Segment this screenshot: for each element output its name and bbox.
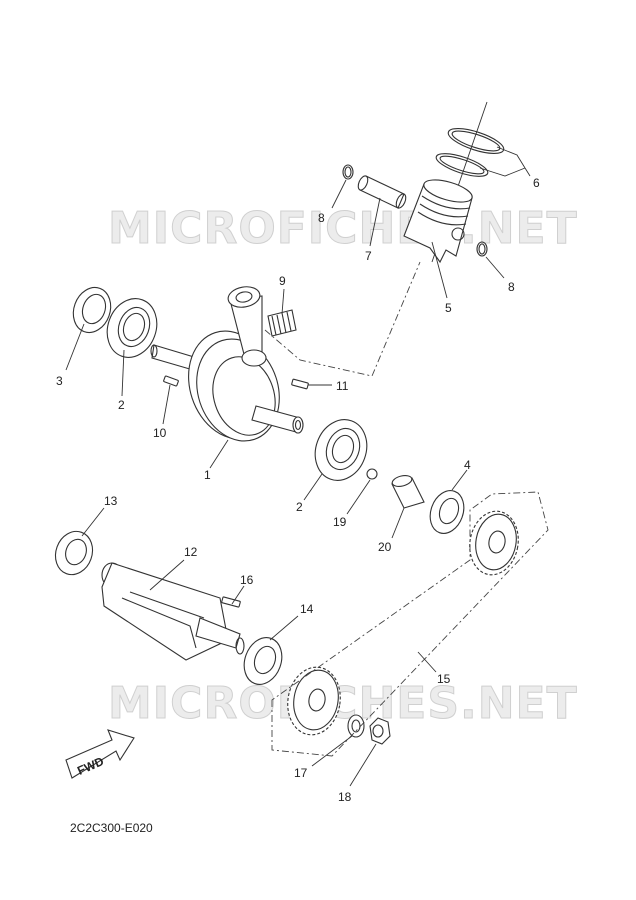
key-16 <box>221 596 241 608</box>
nut-18 <box>369 717 391 745</box>
leader-19 <box>346 479 371 515</box>
leader-20 <box>391 507 405 539</box>
callout-1: 1 <box>204 468 211 482</box>
circlip-left <box>342 164 354 180</box>
callout-7: 7 <box>365 249 372 263</box>
collar-20 <box>391 475 425 509</box>
callout-17: 17 <box>294 766 308 780</box>
leader-10 <box>162 384 171 425</box>
leader-6b <box>479 167 526 177</box>
bearing-3 <box>72 286 112 334</box>
callout-8-left: 8 <box>318 211 325 225</box>
callout-18: 18 <box>338 790 352 804</box>
key-10 <box>163 375 179 387</box>
leader-3 <box>65 323 85 371</box>
piston <box>403 179 473 264</box>
leader-2b <box>303 473 323 501</box>
piston-pin <box>357 175 407 209</box>
piston-ring-upper <box>447 128 505 154</box>
leader-17 <box>311 735 353 767</box>
leader-6a <box>496 146 526 169</box>
callout-4: 4 <box>464 458 471 472</box>
circlip-right <box>476 241 488 257</box>
callout-15: 15 <box>437 672 451 686</box>
callout-9: 9 <box>279 274 286 288</box>
callout-20: 20 <box>378 540 392 554</box>
leader-6 <box>524 167 531 177</box>
watermark-bottom: MICROFICHES.NET <box>108 678 578 729</box>
gear-set-outline <box>271 491 549 757</box>
watermark-top: MICROFICHES.NET <box>108 203 578 254</box>
leader-14 <box>269 615 299 641</box>
callout-5: 5 <box>445 301 452 315</box>
leader-15 <box>417 651 437 673</box>
balancer-gear <box>287 666 341 736</box>
diagram-code: 2C2C300-E020 <box>70 821 153 835</box>
leader-2a <box>121 349 125 397</box>
leader-13 <box>81 507 105 537</box>
piston-ring-lower <box>435 153 489 177</box>
callout-12: 12 <box>184 545 198 559</box>
assembly-line-piston <box>264 261 421 377</box>
drive-gear-upper <box>469 510 519 576</box>
callout-10: 10 <box>153 426 167 440</box>
washer-17 <box>347 714 365 738</box>
callout-3: 3 <box>56 374 63 388</box>
callout-2-upper: 2 <box>118 398 125 412</box>
callout-19: 19 <box>333 515 347 529</box>
leader-16 <box>231 585 245 605</box>
callout-2-lower: 2 <box>296 500 303 514</box>
bearing-4 <box>429 490 465 534</box>
leader-12 <box>149 559 185 591</box>
bearing-13 <box>54 530 94 576</box>
callout-14: 14 <box>300 602 314 616</box>
leader-8a <box>331 179 347 209</box>
leader-7 <box>369 197 381 247</box>
leader-1 <box>209 439 229 469</box>
ball-19 <box>366 468 378 480</box>
leader-5 <box>431 241 448 299</box>
balancer-shaft <box>101 562 245 661</box>
callout-11: 11 <box>336 379 349 393</box>
leader-4 <box>451 469 468 491</box>
key-11 <box>291 378 309 390</box>
callout-6: 6 <box>533 176 540 190</box>
leader-18 <box>349 743 377 787</box>
callout-16: 16 <box>240 573 254 587</box>
leader-9 <box>281 288 285 315</box>
bearing-2-upper <box>106 298 158 358</box>
bearing-2-lower <box>314 419 368 481</box>
callout-13: 13 <box>104 494 118 508</box>
crankshaft <box>150 286 304 442</box>
callout-8-right: 8 <box>508 280 515 294</box>
needle-bearing <box>267 309 297 337</box>
forward-arrow-icon: FWD <box>65 729 135 779</box>
leader-8b <box>485 256 505 279</box>
